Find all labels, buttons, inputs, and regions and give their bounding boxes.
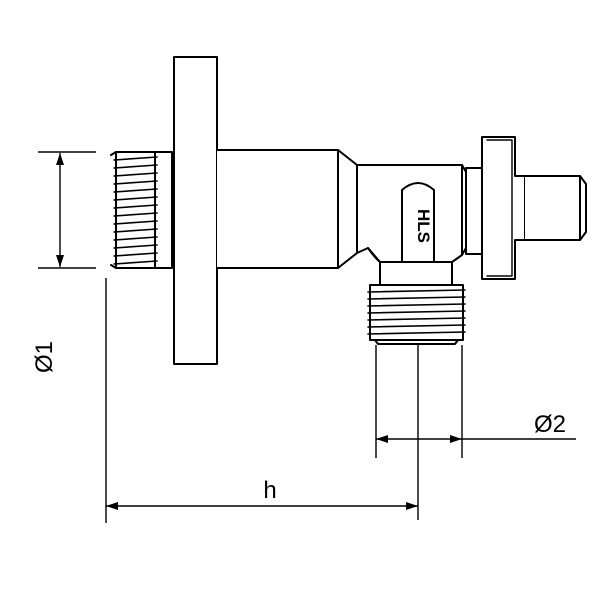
spindle-stem — [524, 175, 587, 241]
d1-label: Ø1 — [31, 341, 58, 373]
body-tube — [216, 149, 358, 269]
wall-flange — [173, 56, 218, 365]
h-label: h — [263, 477, 276, 504]
logo-frame — [401, 182, 435, 263]
left-thread — [110, 151, 173, 269]
handle-cross — [481, 136, 526, 280]
spindle-collar — [465, 167, 483, 255]
d2-label: Ø2 — [534, 411, 566, 438]
logo-text: HLS — [414, 209, 433, 243]
bottom-thread — [367, 284, 466, 345]
